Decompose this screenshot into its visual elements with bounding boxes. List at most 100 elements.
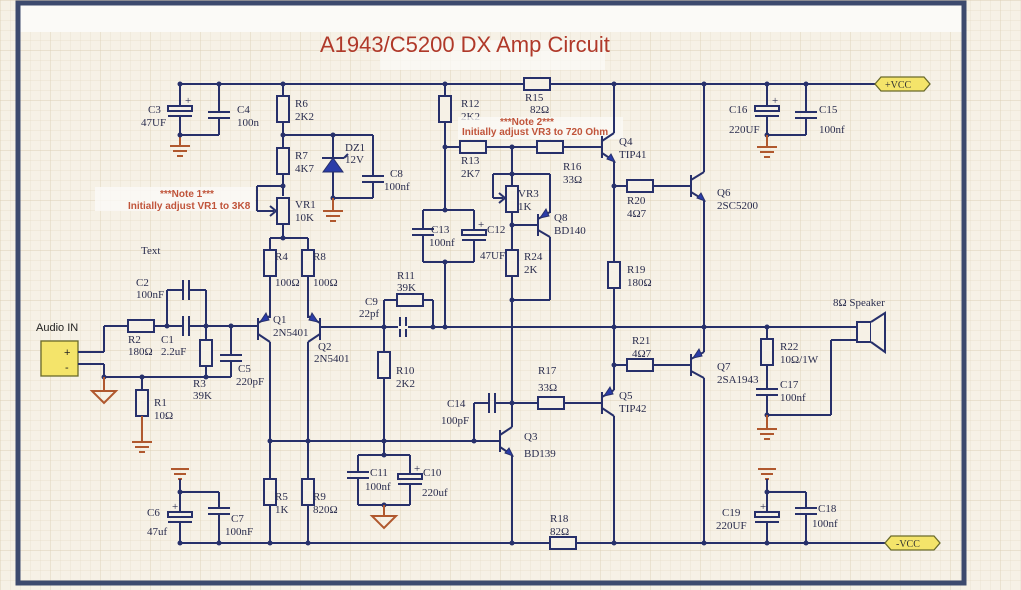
resistor-r22 — [760, 338, 774, 366]
c19-ref: C19 — [722, 507, 741, 519]
vr1-value: 10K — [295, 212, 314, 224]
r4-ref: R4 — [275, 251, 288, 263]
c9-ref: C9 — [365, 296, 378, 308]
svg-text:+: + — [185, 95, 191, 107]
c6-value: 47uf — [147, 526, 168, 538]
c5-ref: C5 — [238, 363, 251, 375]
resistor-r3 — [199, 339, 213, 367]
dz1-value: 12V — [345, 154, 364, 166]
capacitor-c5 — [220, 326, 242, 377]
c3-value: 47UF — [141, 117, 166, 129]
signal-ground-icon — [89, 377, 119, 405]
speaker-label: 8Ω Speaker — [833, 297, 885, 309]
speaker-icon — [856, 311, 886, 354]
r20-value: 4Ω7 — [627, 208, 647, 220]
vcc-positive-label: +VCC — [885, 80, 912, 91]
q2-value: 2N5401 — [314, 353, 349, 365]
c13-value: 100nf — [429, 237, 455, 249]
capacitor-c2 — [166, 280, 207, 326]
r24-value: 2K — [524, 264, 538, 276]
r12-ref: R12 — [461, 98, 479, 110]
r5-value: 1K — [275, 504, 289, 516]
c12-value: 47UF — [480, 250, 505, 262]
q1-value: 2N5401 — [273, 327, 308, 339]
r24-ref: R24 — [524, 251, 543, 263]
potentiometer-vr3 — [492, 147, 551, 213]
capacitor-c3: + — [167, 84, 193, 135]
ground-icon — [757, 415, 777, 440]
r7-value: 4K7 — [295, 163, 314, 175]
r3-ref: R3 — [193, 378, 206, 390]
r1-value: 10Ω — [154, 410, 173, 422]
ground-icon — [757, 135, 777, 158]
capacitor-c10: + — [397, 455, 423, 505]
vr3-value: 1K — [518, 201, 532, 213]
r17-value: 33Ω — [538, 382, 557, 394]
c17-value: 100nf — [780, 392, 806, 404]
r1-ref: R1 — [154, 397, 167, 409]
resistor-r1 — [135, 389, 149, 417]
audio-in-plus: + — [64, 347, 70, 359]
r19-value: 180Ω — [627, 277, 652, 289]
capacitor-c17 — [756, 365, 778, 415]
q7-value: 2SA1943 — [717, 374, 759, 386]
c16-ref: C16 — [729, 104, 748, 116]
c5-value: 220pF — [236, 376, 264, 388]
r18-ref: R18 — [550, 513, 569, 525]
transistor-q4 — [601, 84, 617, 163]
vr3-ref: VR3 — [518, 188, 539, 200]
c8-ref: C8 — [390, 168, 403, 180]
c17-ref: C17 — [780, 379, 799, 391]
r22-value: 10Ω/1W — [780, 354, 819, 366]
c1-ref: C1 — [161, 334, 174, 346]
r6-ref: R6 — [295, 98, 308, 110]
q4-ref: Q4 — [619, 136, 633, 148]
c15-value: 100nf — [819, 124, 845, 136]
c9-value: 22pf — [359, 308, 380, 320]
resistor-r11 — [383, 293, 434, 327]
resistor-r7 — [276, 147, 290, 175]
capacitor-c16: + — [754, 84, 780, 135]
note1-header: ***Note 1*** — [160, 189, 214, 200]
capacitor-c8 — [333, 135, 384, 199]
q2-ref: Q2 — [318, 341, 331, 353]
c8-value: 100nf — [384, 181, 410, 193]
vcc-negative-port: -VCC — [884, 535, 941, 551]
audio-in-connector[interactable]: + - — [40, 340, 79, 377]
sheet-border — [15, 0, 967, 586]
resistor-r6 — [276, 95, 290, 123]
vcc-positive-port: +VCC — [874, 76, 931, 92]
c4-value: 100n — [237, 117, 260, 129]
capacitor-c6: + — [167, 492, 193, 543]
r15-ref: R15 — [525, 92, 544, 104]
resistor-r16 — [536, 140, 564, 154]
transistor-q8 — [512, 207, 551, 301]
r8-value: 100Ω — [313, 277, 338, 289]
c13-ref: C13 — [431, 224, 450, 236]
capacitor-c4 — [180, 84, 230, 136]
r7-ref: R7 — [295, 150, 308, 162]
resistor-r12 — [438, 95, 452, 123]
svg-text:+: + — [414, 463, 420, 475]
q6-ref: Q6 — [717, 187, 731, 199]
svg-text:+: + — [478, 219, 484, 231]
q5-ref: Q5 — [619, 390, 633, 402]
note1-text: Initially adjust VR1 to 3K8 — [128, 201, 251, 212]
resistor-r18 — [549, 536, 577, 550]
dz1-ref: DZ1 — [345, 142, 365, 154]
signal-ground-icon — [369, 505, 399, 530]
q7-ref: Q7 — [717, 361, 731, 373]
transistor-q6 — [690, 84, 707, 327]
c19-value: 220UF — [716, 520, 747, 532]
audio-in-label: Audio IN — [36, 322, 78, 334]
r22-ref: R22 — [780, 341, 798, 353]
resistor-r13 — [459, 140, 487, 154]
q8-ref: Q8 — [554, 212, 568, 224]
capacitor-c14 — [488, 393, 538, 413]
c7-value: 100nF — [225, 526, 253, 538]
r4-value: 100Ω — [275, 277, 300, 289]
ground-icon — [171, 468, 189, 492]
vcc-negative-label: -VCC — [896, 539, 920, 550]
